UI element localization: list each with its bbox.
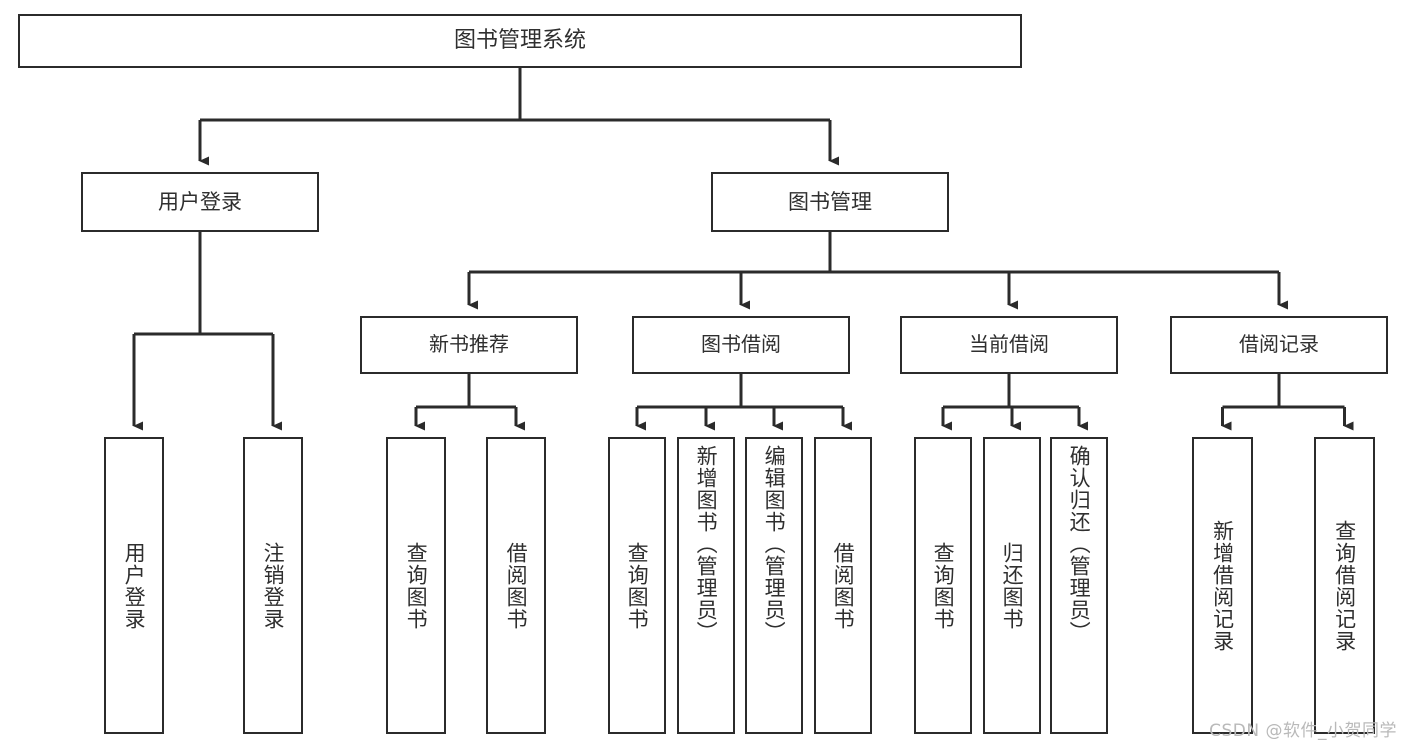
watermark-label: CSDN @软件_小贺同学: [1209, 721, 1397, 741]
node-leaf-query-book-current-label: 查询图书: [931, 541, 956, 630]
node-leaf-edit-book-label: 编辑图书（管理员）: [762, 445, 787, 643]
node-leaf-query-book-recommend-label: 查询图书: [404, 541, 429, 630]
node-leaf-query-borrow-record[interactable]: 查询借阅记录: [1314, 437, 1375, 734]
node-leaf-query-book-borrow-label: 查询图书: [625, 541, 650, 630]
node-borrow-record-label: 借阅记录: [1239, 332, 1319, 357]
node-book-manage[interactable]: 图书管理: [711, 172, 949, 232]
node-root-label: 图书管理系统: [453, 28, 586, 54]
node-leaf-return-book-label: 归还图书: [1000, 541, 1025, 630]
node-leaf-add-book-label: 新增图书（管理员）: [694, 445, 719, 643]
node-leaf-query-book-current[interactable]: 查询图书: [914, 437, 972, 734]
node-leaf-user-logout[interactable]: 注销登录: [243, 437, 303, 734]
node-leaf-confirm-return-label: 确认归还（管理员）: [1067, 445, 1092, 643]
node-book-borrow[interactable]: 图书借阅: [632, 316, 850, 374]
node-user-login[interactable]: 用户登录: [81, 172, 319, 232]
node-leaf-query-book-recommend[interactable]: 查询图书: [386, 437, 446, 734]
node-book-manage-label: 图书管理: [788, 189, 872, 214]
node-leaf-confirm-return[interactable]: 确认归还（管理员）: [1050, 437, 1108, 734]
node-current-borrow-label: 当前借阅: [969, 332, 1049, 357]
node-new-book-recommend[interactable]: 新书推荐: [360, 316, 578, 374]
node-borrow-record[interactable]: 借阅记录: [1170, 316, 1388, 374]
node-new-book-recommend-label: 新书推荐: [429, 332, 509, 357]
node-leaf-query-borrow-record-label: 查询借阅记录: [1332, 519, 1357, 652]
node-user-login-label: 用户登录: [158, 189, 242, 214]
node-leaf-borrow-book-label: 借阅图书: [831, 541, 856, 630]
node-leaf-user-logout-label: 注销登录: [261, 541, 286, 630]
node-leaf-user-login[interactable]: 用户登录: [104, 437, 164, 734]
node-leaf-add-borrow-record[interactable]: 新增借阅记录: [1192, 437, 1253, 734]
node-leaf-borrow-book-recommend-label: 借阅图书: [504, 541, 529, 630]
node-leaf-add-book[interactable]: 新增图书（管理员）: [677, 437, 735, 734]
node-book-borrow-label: 图书借阅: [701, 332, 781, 357]
node-current-borrow[interactable]: 当前借阅: [900, 316, 1118, 374]
node-leaf-query-book-borrow[interactable]: 查询图书: [608, 437, 666, 734]
node-leaf-borrow-book[interactable]: 借阅图书: [814, 437, 872, 734]
node-leaf-user-login-label: 用户登录: [122, 541, 147, 630]
node-leaf-return-book[interactable]: 归还图书: [983, 437, 1041, 734]
node-leaf-borrow-book-recommend[interactable]: 借阅图书: [486, 437, 546, 734]
node-leaf-edit-book[interactable]: 编辑图书（管理员）: [745, 437, 803, 734]
node-leaf-add-borrow-record-label: 新增借阅记录: [1210, 519, 1235, 652]
node-root[interactable]: 图书管理系统: [18, 14, 1022, 68]
